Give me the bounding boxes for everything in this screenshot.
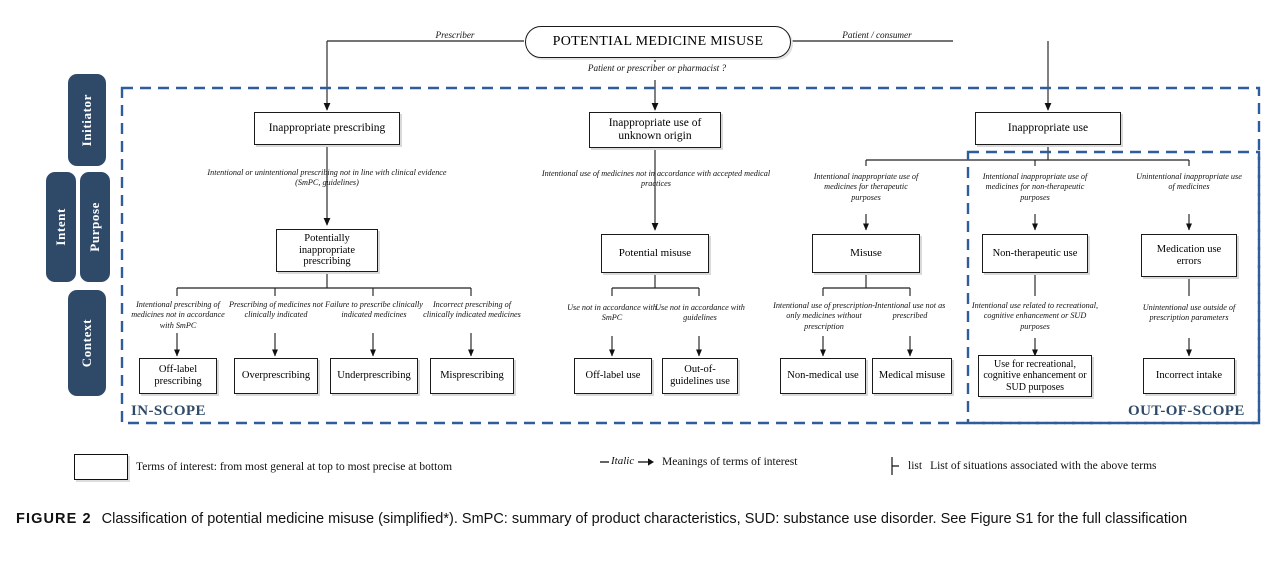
root-node[interactable]: POTENTIAL MEDICINE MISUSE [525,26,791,58]
node-off-label-prescribing[interactable]: Off-label prescribing [139,358,217,394]
node-medical-misuse[interactable]: Medical misuse [872,358,952,394]
node-inappropriate-prescribing[interactable]: Inappropriate prescribing [254,112,400,145]
annotation-misuse: Intentional inappropriate use of medicin… [813,172,919,202]
annotation-off-label-prescribing: Intentional prescribing of medicines not… [131,300,225,330]
legend-item-list: list List of situations associated with … [890,456,1157,476]
legend-item-terms: Terms of interest: from most general at … [74,454,452,480]
node-overprescribing[interactable]: Overprescribing [234,358,318,394]
node-out-of-guidelines-use[interactable]: Out-of-guidelines use [662,358,738,394]
node-label: Underprescribing [337,370,411,382]
node-label: Inappropriate prescribing [268,122,386,135]
legend-item-text: Terms of interest: from most general at … [136,461,453,473]
node-label: Overprescribing [241,370,311,382]
annotation-use-for-recreational: Intentional use related to recreational,… [971,301,1099,331]
sidebar-item-label: Intent [53,208,68,246]
node-misprescribing[interactable]: Misprescribing [430,358,514,394]
annotation-incorrect-intake: Unintentional use outside of prescriptio… [1142,303,1236,323]
arrow-italic-icon [600,458,654,466]
annotation-non-therapeutic-use: Intentional inappropriate use of medicin… [982,172,1088,202]
sidebar-item-purpose[interactable]: Purpose [80,172,110,282]
legend-item-text: Meanings of terms of interest [662,456,798,468]
bracket-list-icon [891,457,899,475]
sidebar-item-intent[interactable]: Intent [46,172,76,282]
legend-item-text: List of situations associated with the a… [930,460,1157,472]
node-misuse[interactable]: Misuse [812,234,920,273]
annotation-misprescribing: Incorrect prescribing of clinically indi… [423,300,521,320]
sidebar-item-label: Initiator [79,93,94,147]
node-label: Medical misuse [878,370,946,382]
legend-item-meanings: Italic Meanings of terms of interest [600,455,798,468]
annotation-off-label-use: Use not in accordance with SmPC [567,303,657,323]
figure-label: FIGURE 2 [16,511,92,527]
annotation-out-of-guidelines-use: Use not in accordance with guidelines [655,303,745,323]
node-label: Potential misuse [618,247,692,260]
node-label: Off-label use [585,370,641,382]
node-potentially-inappropriate-prescribing[interactable]: Potentially inappropriate prescribing [276,229,378,272]
node-label: Incorrect intake [1155,370,1223,382]
node-non-medical-use[interactable]: Non-medical use [780,358,866,394]
sidebar-item-label: Context [79,318,94,368]
figure-caption: FIGURE 2 Classification of potential medi… [16,508,1266,530]
node-inappropriate-use-unknown-origin[interactable]: Inappropriate use of unknown origin [589,112,721,148]
node-label: Out-of-guidelines use [670,364,730,387]
label-in-scope: IN-SCOPE [131,403,206,419]
scope-frame-out [966,150,1261,425]
sidebar-item-label: Purpose [87,202,102,252]
node-label: Non-medical use [787,370,859,382]
edge-label-prescriber: Prescriber [435,30,475,40]
node-label: Inappropriate use of unknown origin [608,117,702,142]
rectangle-swatch-icon [74,454,128,480]
node-label: Off-label prescribing [154,364,202,387]
annotation-non-medical-use: Intentional use of prescription-only med… [773,301,875,331]
flowchart-connectors [120,40,1261,425]
node-label: Inappropriate use [1007,122,1089,135]
node-medication-use-errors[interactable]: Medication use errors [1141,234,1237,277]
node-off-label-use[interactable]: Off-label use [574,358,652,394]
sidebar-item-initiator[interactable]: Initiator [68,74,106,166]
node-label: Non-therapeutic use [992,247,1078,259]
legend-item-prefix: list [908,460,923,472]
annotation-overprescribing: Prescribing of medicines not clinically … [228,300,324,320]
annotation-medication-use-errors: Unintentional inappropriate use of medic… [1136,172,1242,192]
annotation-unknown-origin: Intentional use of medicines not in acco… [541,169,771,189]
node-use-for-recreational[interactable]: Use for recreational, cognitive enhancem… [978,355,1092,397]
legend: Terms of interest: from most general at … [0,440,1276,492]
label-out-of-scope: OUT-OF-SCOPE [1128,403,1245,419]
node-label: Misprescribing [440,370,504,382]
figure-caption-text: Classification of potential medicine mis… [101,511,1188,527]
node-non-therapeutic-use[interactable]: Non-therapeutic use [982,234,1088,273]
node-label: Potentially inappropriate prescribing [299,232,355,268]
edge-label-patient-consumer: Patient / consumer [842,30,912,40]
annotation-prescribing: Intentional or unintentional prescribing… [207,168,447,188]
node-label: Use for recreational, cognitive enhancem… [983,359,1087,393]
sidebar-item-context[interactable]: Context [68,290,106,396]
root-node-label: POTENTIAL MEDICINE MISUSE [552,34,764,49]
annotation-medical-misuse: Intentional use not as prescribed [874,301,946,321]
edge-label-initiator-question: Patient or prescriber or pharmacist ? [587,63,727,73]
node-underprescribing[interactable]: Underprescribing [330,358,418,394]
node-incorrect-intake[interactable]: Incorrect intake [1143,358,1235,394]
scope-frame-outer [120,86,1261,425]
node-inappropriate-use[interactable]: Inappropriate use [975,112,1121,145]
node-potential-misuse[interactable]: Potential misuse [601,234,709,273]
node-label: Medication use errors [1156,243,1222,267]
legend-item-prefix: Italic [611,455,635,467]
node-label: Misuse [850,247,882,260]
annotation-underprescribing: Failure to prescribe clinically indicate… [325,300,423,320]
